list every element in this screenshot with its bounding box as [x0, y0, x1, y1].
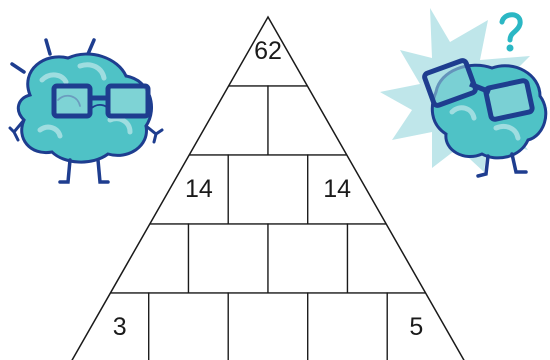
answer-cell-r2-c1[interactable] [189, 86, 269, 155]
given-cell-r5-c1 [69, 293, 149, 360]
thinking-brain-with-glasses-icon [380, 8, 548, 176]
question-mark-icon [502, 15, 520, 52]
pyramid-cells [69, 17, 467, 360]
given-cell-r5-c5 [387, 293, 467, 360]
answer-cell-r5-c2[interactable] [149, 293, 229, 360]
given-number-r5-c5: 5 [409, 313, 423, 341]
given-number-r1-c1: 62 [254, 37, 282, 65]
answer-cell-r4-c4[interactable] [348, 224, 428, 293]
given-number-r5-c1: 3 [113, 313, 127, 341]
brain-with-glasses-icon [10, 40, 162, 182]
answer-cell-r4-c3[interactable] [268, 224, 348, 293]
answer-cell-r4-c1[interactable] [109, 224, 189, 293]
given-number-r3-c3: 14 [323, 175, 351, 203]
answer-cell-r2-c2[interactable] [268, 86, 348, 155]
answer-cell-r5-c4[interactable] [308, 293, 388, 360]
answer-cell-r5-c3[interactable] [228, 293, 308, 360]
given-number-r3-c1: 14 [185, 175, 213, 203]
number-pyramid: 62 14 14 3 5 [69, 17, 467, 360]
answer-cell-r3-c2[interactable] [228, 155, 308, 224]
answer-cell-r4-c2[interactable] [189, 224, 269, 293]
